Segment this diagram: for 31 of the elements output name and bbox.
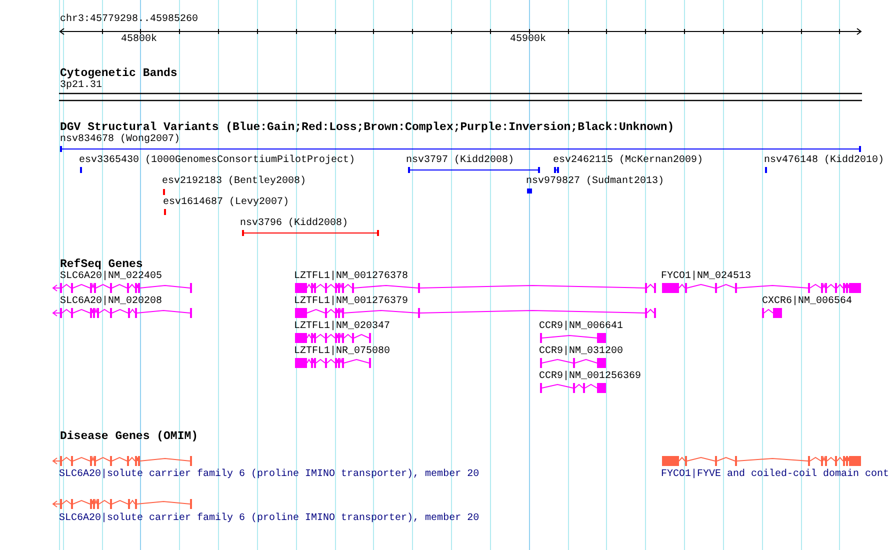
feature-label: CCR9|NM_001256369 — [539, 371, 642, 383]
feature-label: SLC6A20|NM_020208 — [60, 296, 162, 308]
track-title: DGV Structural Variants (Blue:Gain;Red:Loss;Brown:Complex;Purple:Inversion;Black:Unknown) — [60, 122, 674, 134]
feature-label: esv1614687 (Levy2007) — [163, 197, 290, 209]
feature-label: SLC6A20|NM_022405 — [60, 271, 162, 283]
band-label: 3p21.31 — [60, 80, 102, 92]
feature-label: FYCO1|NM_024513 — [661, 271, 752, 283]
feature-label: CXCR6|NM_006564 — [762, 296, 852, 308]
feature-label: CCR9|NM_031200 — [539, 346, 624, 358]
feature-label: SLC6A20|solute carrier family 6 (proline IMINO transporter), member 20 — [59, 469, 480, 481]
feature-label: esv3365430 (1000GenomesConsortiumPilotProject) — [79, 155, 356, 167]
track-title: Disease Genes (OMIM) — [60, 431, 198, 443]
feature-label: nsv476148 (Kidd2010) — [764, 155, 884, 167]
feature-label: nsv3796 (Kidd2008) — [240, 218, 348, 230]
feature-label: LZTFL1|NM_001276379 — [294, 296, 408, 308]
feature-label: esv2462115 (McKernan2009) — [553, 155, 704, 167]
feature-label: nsv979827 (Sudmant2013) — [526, 176, 664, 188]
feature-label: LZTFL1|NM_020347 — [294, 321, 390, 333]
tick-label: 45800k — [121, 34, 158, 46]
track-title: Cytogenetic Bands — [60, 68, 178, 80]
feature-label: nsv3797 (Kidd2008) — [406, 155, 514, 167]
feature-label: nsv834678 (Wong2007) — [60, 134, 180, 146]
tick-label: 45900k — [510, 34, 546, 46]
feature-label: LZTFL1|NM_001276378 — [294, 271, 408, 283]
track-title: RefSeq Genes — [60, 259, 143, 271]
feature-label: esv2192183 (Bentley2008) — [162, 176, 306, 188]
region-label: chr3:45779298..45985260 — [60, 14, 198, 26]
feature-label: FYCO1|FYVE and coiled-coil domain cont — [661, 469, 890, 481]
feature-label: LZTFL1|NR_075080 — [294, 346, 390, 358]
feature-label: SLC6A20|solute carrier family 6 (proline IMINO transporter), member 20 — [59, 513, 480, 525]
feature-label: CCR9|NM_006641 — [539, 321, 624, 333]
